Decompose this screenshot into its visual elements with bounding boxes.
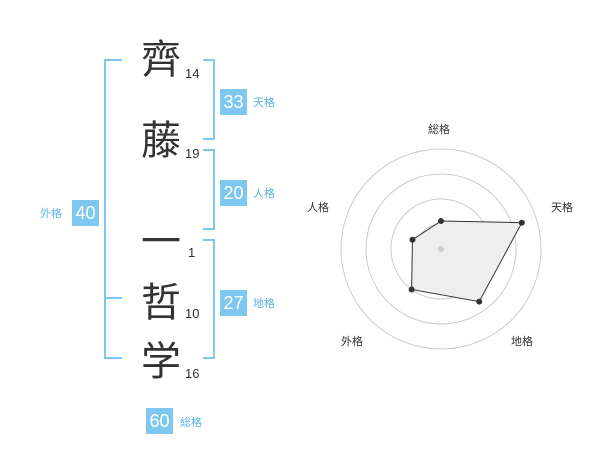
stroke-count-4: 10 [185, 306, 200, 321]
radar-area [411, 220, 523, 303]
chikaku-bracket [203, 239, 215, 359]
stroke-count-3: 1 [188, 245, 196, 260]
tenkaku-badge: 33 [220, 89, 247, 115]
jinkaku-badge: 20 [220, 180, 247, 206]
radar-point-1 [438, 218, 444, 224]
name-char-4: 哲 [141, 280, 181, 326]
name-char-3: 一 [141, 219, 181, 265]
jinkaku-label: 人格 [253, 187, 275, 200]
radar-point-2 [518, 219, 525, 226]
radar-axis-label-tenkaku: 天格 [551, 201, 573, 214]
gaikaku-badge: 40 [72, 200, 99, 226]
gaikaku-bracket [104, 59, 122, 359]
name-char-2: 藤 [141, 118, 181, 164]
radar-center-dot [438, 246, 444, 252]
radar-ring [365, 173, 517, 325]
name-char-1: 齊 [141, 37, 181, 83]
radar-ring [340, 148, 542, 350]
stroke-count-2: 19 [185, 146, 200, 161]
tenkaku-bracket [203, 59, 215, 140]
chikaku-label: 地格 [253, 297, 275, 310]
gaikaku-label: 外格 [40, 207, 62, 220]
radar-axis-label-gaikaku: 外格 [341, 335, 363, 348]
chikaku-badge: 27 [220, 290, 247, 316]
soukaku-badge: 60 [146, 408, 173, 434]
radar-point-4 [408, 286, 415, 293]
stroke-count-1: 14 [185, 66, 200, 81]
radar-axis-label-jinkaku: 人格 [307, 201, 329, 214]
name-char-5: 学 [141, 339, 181, 385]
jinkaku-bracket [203, 149, 215, 230]
soukaku-label: 総格 [180, 416, 202, 429]
radar-axis-label-chikaku: 地格 [511, 335, 533, 348]
radar-points [408, 218, 525, 305]
radar-point-3 [476, 298, 483, 305]
radar-axis-label-soukaku: 総格 [428, 123, 450, 136]
stroke-count-5: 16 [185, 366, 200, 381]
radar-point-5 [409, 236, 416, 243]
tenkaku-label: 天格 [253, 96, 275, 109]
